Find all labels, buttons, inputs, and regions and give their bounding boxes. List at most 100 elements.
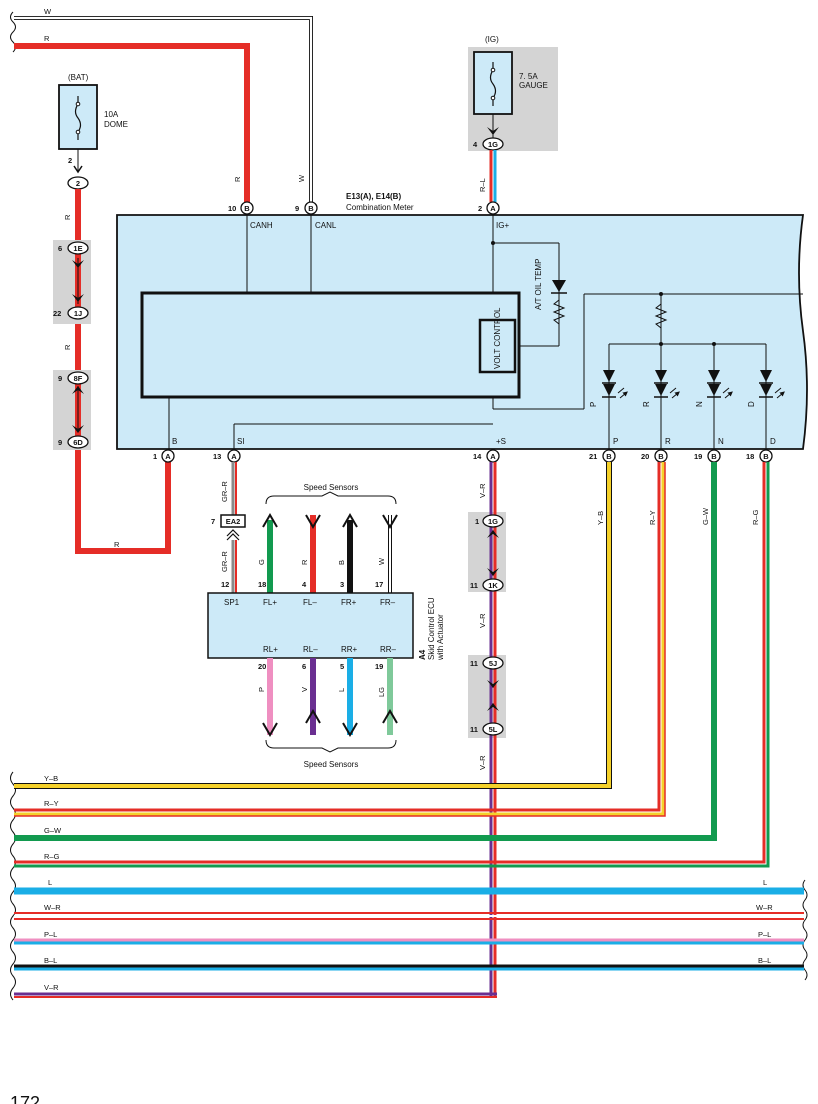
- connector-b-canh: [240, 201, 254, 215]
- led-n: [707, 370, 731, 399]
- wire-label: W: [377, 557, 386, 565]
- bus-label: V–R: [44, 983, 59, 992]
- wire-r-top: [14, 43, 250, 202]
- chevron-up-icon: [72, 386, 84, 394]
- connector-label: B: [606, 452, 612, 461]
- connector-1j: [67, 306, 89, 320]
- led-r: [654, 370, 678, 399]
- ecu-pin-fr-minus: FR–: [380, 598, 396, 607]
- led-icon: [655, 370, 667, 382]
- break-marks: [10, 11, 808, 1001]
- arrow-down-icon: [305, 514, 321, 529]
- bat-fuse-name: DOME: [104, 120, 128, 129]
- ecu-pin-fl-plus: FL+: [263, 598, 277, 607]
- wire-label: L: [337, 688, 346, 692]
- arrow-down-icon: [342, 722, 358, 737]
- connector-1g-ig: [482, 137, 504, 151]
- connector-label: EA2: [226, 517, 241, 526]
- meter-pin-b: B: [172, 437, 177, 446]
- led-icon: [760, 370, 772, 382]
- meter-pin-p: P: [613, 437, 618, 446]
- connector-label: A: [231, 452, 237, 461]
- ecu-pin-rl-plus: RL+: [263, 645, 278, 654]
- connector-a-s: [486, 449, 500, 463]
- pin-number: 1: [475, 517, 479, 526]
- pin-number: 11: [470, 725, 478, 734]
- ecu-pin-rl-minus: RL–: [303, 645, 318, 654]
- pin-number: 20: [258, 662, 266, 671]
- pin-number: 22: [53, 309, 61, 318]
- wire-r-y: [14, 462, 665, 816]
- wire-label: B: [337, 560, 346, 565]
- connector-5l: [482, 722, 504, 736]
- meter-pin-n: N: [718, 437, 724, 446]
- connector-label: A: [490, 204, 496, 213]
- pin-number: 9: [58, 374, 62, 383]
- arrow-up-icon: [382, 709, 398, 724]
- connector-b-d: [759, 449, 773, 463]
- volt-control-box: [478, 318, 517, 374]
- wire-label: R–L: [478, 178, 487, 192]
- connector-label: 1J: [74, 309, 82, 318]
- led-p: [602, 370, 626, 399]
- wire-label: R: [63, 214, 72, 220]
- pin-number: 6: [302, 662, 306, 671]
- bus-label: R–G: [44, 852, 60, 861]
- arrow-down-icon: [73, 165, 83, 174]
- pin-number: 21: [589, 452, 597, 461]
- bus-label: G–W: [44, 826, 62, 835]
- meter-display-block: [140, 291, 521, 399]
- bus-b-l: [14, 964, 804, 971]
- pin-number: 6: [58, 244, 62, 253]
- meter-name: Combination Meter: [346, 203, 414, 212]
- ecu-pin-rr-plus: RR+: [341, 645, 358, 654]
- pin-number: 2: [478, 204, 482, 213]
- pin-number: 19: [375, 662, 383, 671]
- connector-ea2: [220, 514, 246, 528]
- connector-label: 1G: [488, 140, 498, 149]
- connector-label: 8F: [74, 374, 83, 383]
- chevron-down-icon: [487, 568, 499, 576]
- bus-label: R–Y: [44, 799, 59, 808]
- pin-number: 20: [641, 452, 649, 461]
- pin-number: 9: [295, 204, 299, 213]
- wire-r-g: [14, 462, 770, 868]
- meter-pin-si: SI: [237, 437, 245, 446]
- speed-sensors-top: Speed Sensors: [304, 483, 359, 492]
- wire-label: R: [300, 559, 309, 565]
- bat-source: (BAT): [68, 73, 89, 82]
- wire-label: GR–R: [220, 551, 229, 572]
- chevron-down-icon: [72, 294, 84, 302]
- wire-label: V: [300, 687, 309, 692]
- wire-label: R: [63, 344, 72, 350]
- ig-fuse-rating: 7. 5A: [519, 72, 538, 81]
- pin-number: 3: [340, 580, 344, 589]
- chevron-down-icon: [72, 425, 84, 433]
- wire-label: W: [297, 174, 306, 182]
- wire-label: G: [257, 559, 266, 565]
- led-label-n: N: [695, 401, 704, 407]
- led-label-r: R: [642, 401, 651, 407]
- pin-number: 11: [470, 659, 478, 668]
- wire-label: V–R: [478, 613, 487, 628]
- wire-label: R: [114, 540, 120, 549]
- ecu-name-line2: with Actuator: [436, 614, 445, 661]
- pin-number: 4: [473, 140, 478, 149]
- bat-fuse-rating: 10A: [104, 110, 119, 119]
- meter-codes: E13(A), E14(B): [346, 192, 401, 201]
- connector-label: 5L: [489, 725, 498, 734]
- brace-bottom: [265, 739, 397, 753]
- bus-label: W–R: [756, 903, 773, 912]
- ecu-code: A4: [418, 649, 427, 660]
- ecu-pin-fl-minus: FL–: [303, 598, 317, 607]
- arrow-down-icon: [382, 514, 398, 529]
- ecu-pin-sp1: SP1: [224, 598, 240, 607]
- wire-label: GR–R: [220, 481, 229, 502]
- wire-label: V–R: [478, 483, 487, 498]
- connector-label: B: [658, 452, 664, 461]
- connector-label: 1E: [73, 244, 82, 253]
- connector-b-r: [654, 449, 668, 463]
- fuse-icon: [489, 62, 497, 106]
- pin-number: 14: [473, 452, 482, 461]
